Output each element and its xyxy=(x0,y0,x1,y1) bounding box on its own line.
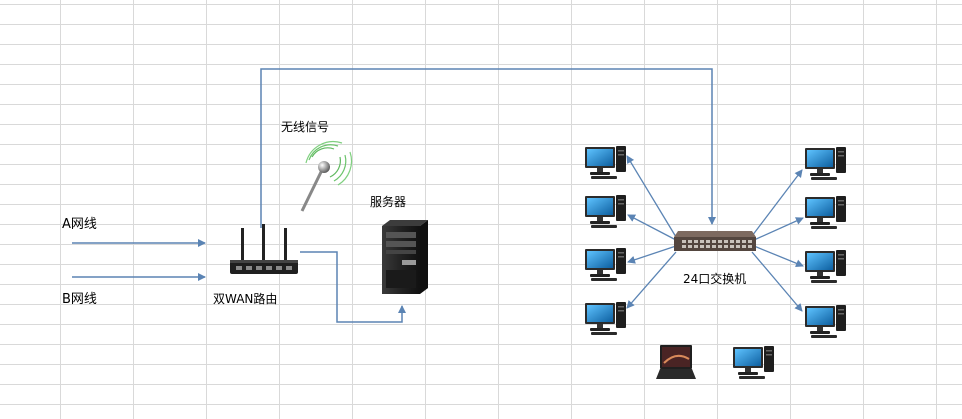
desktop-computer-icon xyxy=(805,147,846,180)
switch-to-pc-left-4 xyxy=(626,251,677,309)
laptop-icon xyxy=(656,345,696,379)
server-tower-icon xyxy=(382,220,428,294)
server-label: 服务器 xyxy=(370,195,407,209)
switch-to-pc-left-1 xyxy=(626,155,677,238)
desktop-computer-icon xyxy=(585,195,626,228)
wireless-signal-icon xyxy=(300,140,353,212)
switch-label: 24口交换机 xyxy=(683,272,747,286)
desktop-computer-icon xyxy=(585,248,626,281)
desktop-computer-icon xyxy=(585,146,626,179)
router-label: 双WAN路由 xyxy=(213,292,278,306)
desktop-computer-icon xyxy=(805,196,846,229)
switch-to-pc-right-2 xyxy=(753,217,804,241)
desktop-computer-icon xyxy=(585,302,626,335)
desktop-computer-icon xyxy=(805,250,846,283)
connector-lines xyxy=(72,68,804,323)
switch-to-pc-right-3 xyxy=(753,245,804,268)
switch-to-pc-left-2 xyxy=(627,214,677,241)
router-to-switch-line xyxy=(260,68,716,228)
router-icon xyxy=(230,224,298,274)
router-to-server-line xyxy=(300,251,406,323)
wireless-label: 无线信号 xyxy=(281,120,330,134)
line-b-label: B网线 xyxy=(62,292,97,307)
switch-to-pc-right-4 xyxy=(751,251,803,312)
desktop-computer-icon xyxy=(733,346,774,379)
switch-to-pc-left-3 xyxy=(627,245,677,264)
network-switch-icon xyxy=(674,231,756,251)
line-a-label: A网线 xyxy=(62,217,97,232)
switch-to-pc-right-1 xyxy=(751,169,803,237)
desktop-computer-icon xyxy=(805,305,846,338)
